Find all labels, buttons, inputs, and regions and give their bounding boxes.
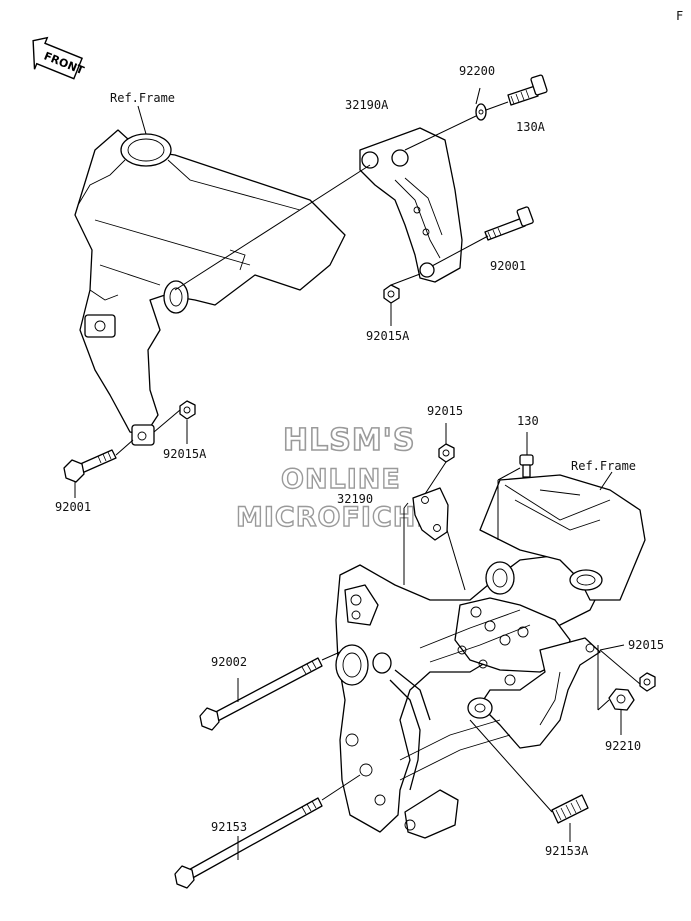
bolt-92153-drawing xyxy=(174,797,323,889)
label-92210: 92210 xyxy=(605,739,641,753)
bolt-130a-drawing xyxy=(507,74,548,106)
label-92015a-upper: 92015A xyxy=(366,329,410,343)
lower-frame-drawing xyxy=(335,474,646,839)
label-ref-frame-lower: Ref.Frame xyxy=(571,459,636,473)
corner-mark: F xyxy=(676,9,683,23)
front-arrow-icon: FRONT xyxy=(32,36,86,80)
label-92001-lower: 92001 xyxy=(55,500,91,514)
watermark: HLSM'S ONLINE MICROFICHE xyxy=(235,422,436,534)
lower-leader-lines xyxy=(237,423,641,860)
upper-leader-lines xyxy=(74,87,509,498)
label-92200: 92200 xyxy=(459,64,495,78)
stud-92153a-drawing xyxy=(551,794,589,824)
nut-92015a-upper-drawing xyxy=(383,284,400,304)
bolt-130-drawing xyxy=(519,454,534,478)
upper-frame-drawing xyxy=(74,129,346,446)
label-92153a: 92153A xyxy=(545,844,589,858)
label-ref-frame-upper: Ref.Frame xyxy=(110,91,175,105)
label-92015-lower: 92015 xyxy=(628,638,664,652)
watermark-line-2: ONLINE xyxy=(281,464,401,495)
bolt-92001-upper-drawing xyxy=(484,206,534,241)
bracket-32190a-drawing xyxy=(359,127,463,283)
watermark-line-3: MICROFICHE xyxy=(236,502,436,533)
washer-92200-drawing xyxy=(475,103,487,121)
collar-92210-drawing xyxy=(608,688,635,711)
label-130: 130 xyxy=(517,414,539,428)
nut-92015a-lower-drawing xyxy=(179,400,196,420)
bolt-92002-drawing xyxy=(199,657,323,731)
bracket-32190-drawing xyxy=(412,487,449,541)
label-92015a-lower: 92015A xyxy=(163,447,207,461)
watermark-line-1: HLSM'S xyxy=(283,423,415,458)
bolt-92001-lower-drawing xyxy=(63,449,117,483)
label-130a: 130A xyxy=(516,120,546,134)
nut-92015-lower-drawing xyxy=(639,672,656,692)
nut-92015-upper-drawing xyxy=(438,443,455,463)
label-92015-upper: 92015 xyxy=(427,404,463,418)
label-92001-upper: 92001 xyxy=(490,259,526,273)
label-92153: 92153 xyxy=(211,820,247,834)
label-32190: 32190 xyxy=(337,492,373,506)
label-92002: 92002 xyxy=(211,655,247,669)
label-32190a: 32190A xyxy=(345,98,389,112)
part-labels: Ref.Frame 32190A 92200 130A 92001 92015A… xyxy=(55,64,664,858)
